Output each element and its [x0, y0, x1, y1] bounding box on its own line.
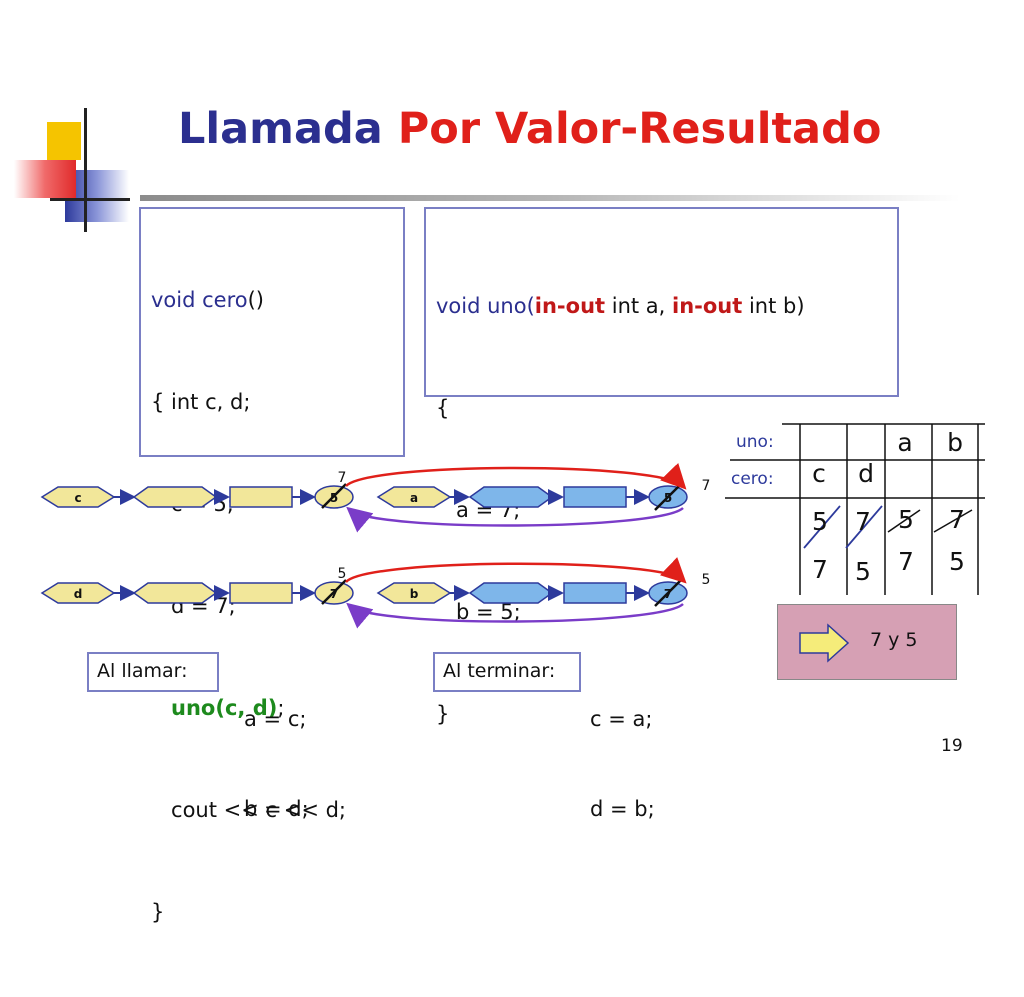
end-label-box: Al terminar:	[433, 652, 581, 692]
code-line: }	[436, 702, 450, 726]
code-line: b = 5;	[436, 600, 521, 624]
rect-node	[563, 486, 627, 508]
code-line-call: uno(c, d);	[171, 696, 285, 720]
uno-code-box: void uno(in-out int a, in-out int b) { a…	[424, 207, 899, 726]
new-value-b: 5	[702, 572, 711, 588]
b-new: 5	[949, 547, 965, 576]
a-new: 7	[898, 547, 914, 576]
call-label-box: Al llamar:	[87, 652, 219, 692]
uno-signature: void uno(in-out int a, in-out int b)	[436, 294, 805, 318]
code-line: { int c, d;	[151, 390, 251, 414]
trace-table: uno: cero: a b c d 5 7 5 7 7 5 7 5	[725, 423, 985, 595]
c-new: 7	[812, 555, 828, 584]
cero-signature: void cero()	[151, 288, 264, 312]
diagram-row-c: c 5 7 a 5 7	[40, 462, 711, 533]
c-old: 5	[812, 507, 828, 536]
hexagon-node	[468, 582, 554, 604]
old-value-d: 7	[330, 587, 338, 601]
header-d: d	[858, 459, 874, 488]
result-box: 7 y 5	[777, 604, 957, 680]
d-old: 7	[855, 507, 871, 536]
hexagon-node	[468, 486, 554, 508]
title-underline	[140, 195, 960, 201]
rect-node	[563, 582, 627, 604]
decorative-logo	[0, 100, 140, 232]
value-result-diagram: c 5 7 a 5 7 d 7 5 b	[40, 462, 711, 629]
copy-in-arrow	[345, 557, 687, 584]
diagram-row-d: d 7 5 b 7 5	[40, 557, 711, 629]
hexagon-node	[132, 486, 218, 508]
copy-out-arrow	[346, 602, 684, 629]
assign-line: b = d;	[244, 797, 309, 821]
arrow-right-icon	[799, 623, 850, 663]
assign-line: d = b;	[590, 797, 655, 821]
new-value-a: 7	[702, 478, 711, 494]
header-c: c	[812, 459, 826, 488]
assign-line: c = a;	[590, 707, 653, 731]
copy-in-arrow	[345, 462, 687, 490]
uno-label: uno:	[736, 432, 774, 452]
header-b: b	[947, 428, 963, 457]
var-label-d: d	[74, 587, 83, 601]
new-value-d: 5	[338, 566, 347, 582]
d-new: 5	[855, 557, 871, 586]
param-label-a: a	[410, 491, 418, 505]
new-value-c: 7	[338, 470, 347, 486]
copy-out-arrow	[346, 506, 684, 533]
cero-label: cero:	[731, 469, 774, 489]
a-old: 5	[898, 505, 914, 534]
call-assignments: a = c; b = d;	[244, 644, 309, 854]
end-assignments: c = a; d = b;	[590, 644, 655, 854]
hexagon-node	[132, 582, 218, 604]
result-text: 7 y 5	[870, 629, 918, 651]
cero-code-box: void cero() { int c, d; c = 5; d = 7; un…	[139, 207, 405, 924]
header-a: a	[897, 428, 912, 457]
code-line: {	[436, 396, 450, 420]
var-label-c: c	[74, 491, 81, 505]
rect-node	[229, 582, 293, 604]
page-number: 19	[941, 736, 963, 756]
code-line: }	[151, 900, 165, 924]
b-old: 7	[949, 505, 965, 534]
rect-node	[229, 486, 293, 508]
old-value-c: 5	[330, 491, 338, 505]
assign-line: a = c;	[244, 707, 307, 731]
page-title: Llamada Por Valor-Resultado	[178, 104, 882, 154]
param-label-b: b	[410, 587, 419, 601]
